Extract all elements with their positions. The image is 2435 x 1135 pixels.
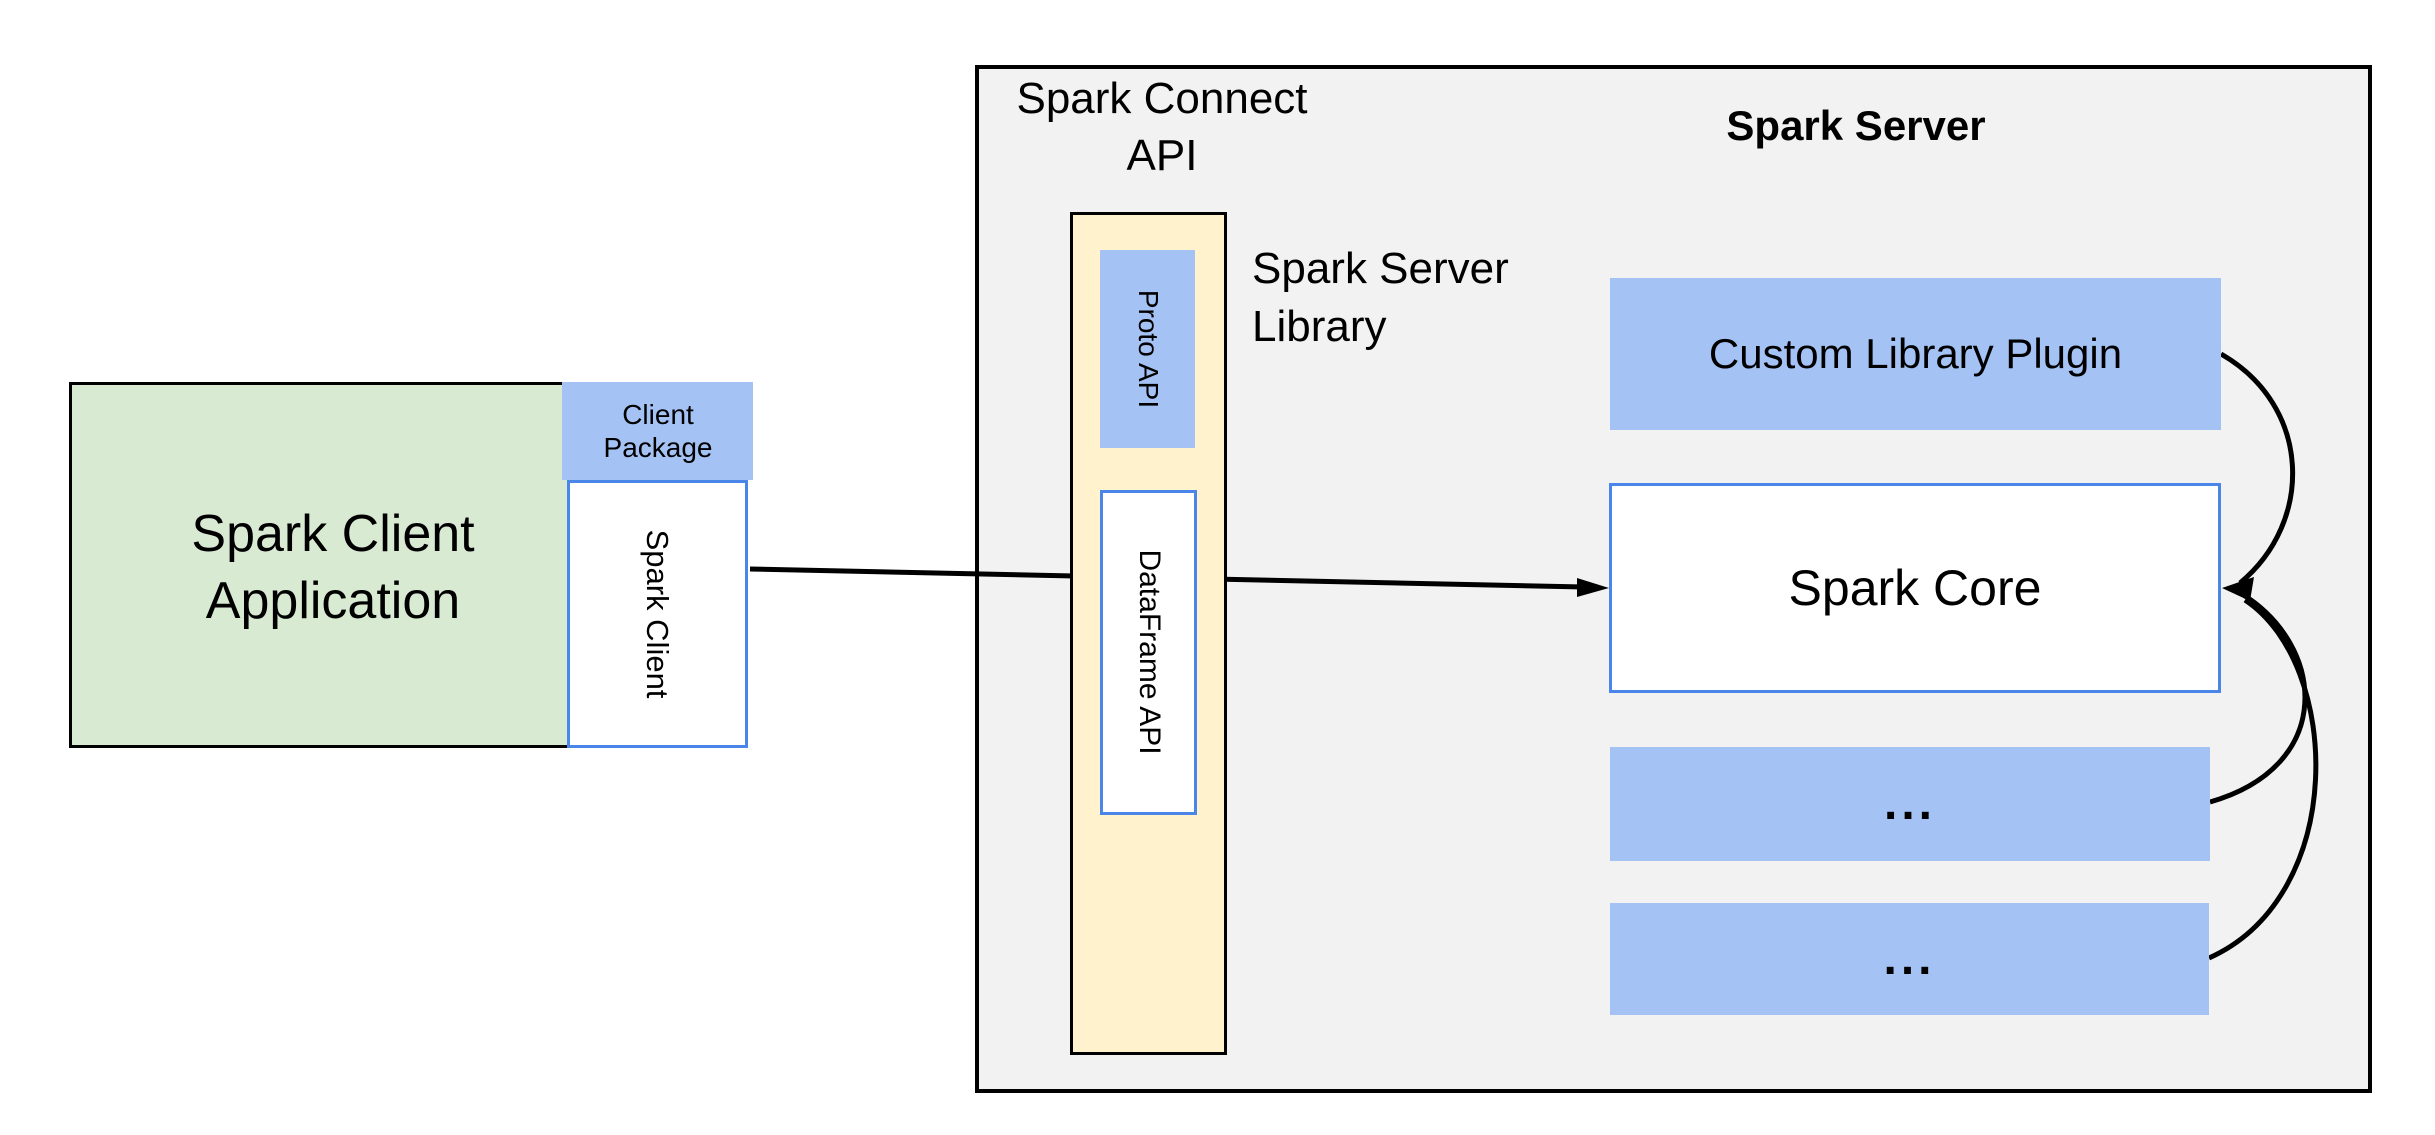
spark-client-label: Spark Client: [640, 529, 675, 699]
dataframe-api-box: [1100, 490, 1197, 815]
spark-client-application-label-line1: Spark Client: [191, 505, 475, 563]
custom-library-plugin-label: Custom Library Plugin: [1708, 330, 2123, 377]
client-package-label-line2: Package: [603, 432, 713, 463]
custom-library-plugin-box: Custom Library Plugin: [1610, 278, 2221, 430]
client-package-label: Client Package: [604, 398, 713, 464]
library-module-2-ellipsis: ...: [1883, 932, 1936, 985]
spark-server-library-label-line2: Library: [1252, 302, 1387, 351]
spark-core-label: Spark Core: [1788, 560, 2042, 616]
spark-client-application-label: Spark Client Application: [191, 501, 474, 635]
dataframe-api-label: DataFrame API: [1133, 549, 1166, 755]
spark-client-box: [567, 480, 748, 748]
plugin-to-core-arrow: [2219, 351, 2295, 585]
client-package-box: [562, 382, 753, 480]
spark-server-title: Spark Server: [1726, 102, 1986, 149]
spark-connect-api-label: Spark Connect API: [1016, 70, 1307, 184]
library-module-box-1: ...: [1610, 747, 2210, 861]
spark-core-box: Spark Core: [1609, 483, 2221, 693]
library-module-box-2: ...: [1610, 903, 2209, 1015]
module1-to-core-arrow: [2209, 591, 2308, 805]
client-package-label-line1: Client: [622, 399, 694, 430]
proto-api-box: [1100, 250, 1195, 448]
library-module-1-ellipsis: ...: [1883, 777, 1936, 830]
spark-connect-api-label-line2: API: [1126, 131, 1198, 180]
spark-server-library-label-line1: Spark Server: [1252, 244, 1509, 293]
core-right-arrowhead: [2222, 577, 2254, 601]
proto-api-label: Proto API: [1133, 289, 1164, 409]
spark-client-application-label-line2: Application: [205, 572, 461, 630]
client-to-core-arrowhead: [1577, 578, 1609, 597]
module2-to-core-arrow: [2207, 597, 2319, 961]
spark-server-library-label: Spark Server Library: [1252, 240, 1509, 356]
spark-connect-api-label-line1: Spark Connect: [1016, 74, 1308, 123]
